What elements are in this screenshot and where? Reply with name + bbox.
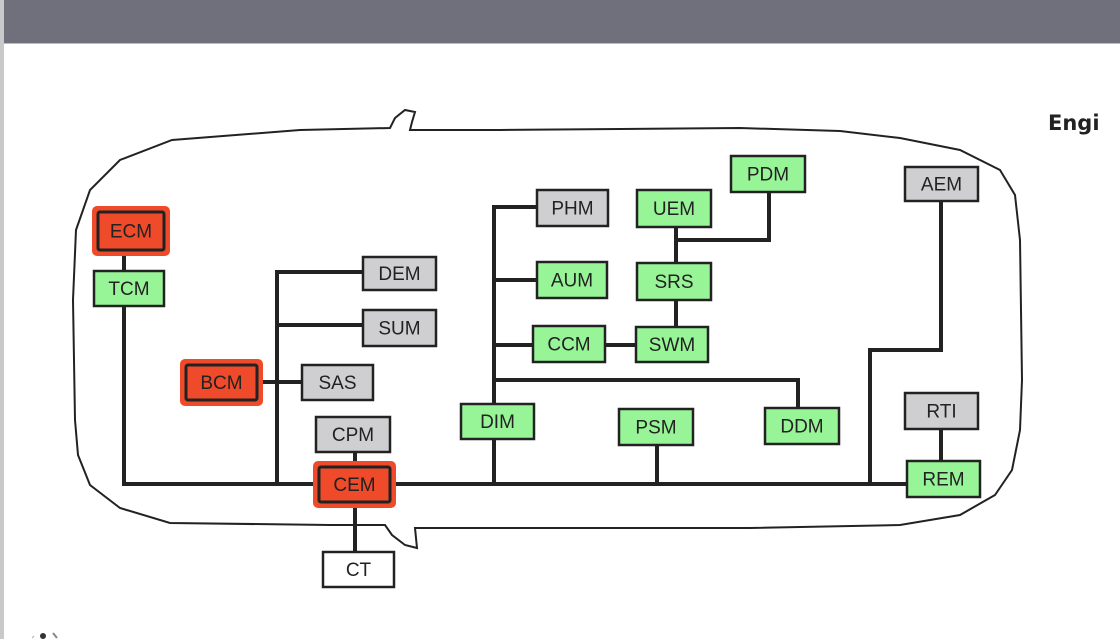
module-box — [314, 415, 392, 454]
module-box — [531, 324, 607, 364]
title-bar — [4, 0, 1120, 44]
module-box — [905, 459, 982, 499]
module-label: CT — [346, 560, 372, 581]
module-label: CEM — [333, 475, 375, 496]
module-ccm[interactable]: CCM — [531, 324, 607, 364]
module-box — [903, 165, 980, 203]
module-psm[interactable]: PSM — [617, 407, 695, 447]
module-label: SAS — [318, 373, 356, 394]
module-box — [313, 461, 396, 508]
module-label: DDM — [780, 417, 823, 438]
module-label: PDM — [747, 165, 789, 186]
side-panel-title: Engi — [1048, 111, 1100, 135]
module-label: UEM — [653, 199, 695, 220]
module-box — [617, 407, 695, 447]
module-label: SRS — [654, 272, 693, 293]
module-label: ECM — [110, 222, 152, 243]
module-swm[interactable]: SWM — [634, 325, 710, 364]
info-icon[interactable] — [24, 628, 64, 639]
module-cem[interactable]: CEM — [313, 461, 396, 508]
module-box — [729, 154, 807, 194]
module-label: REM — [922, 470, 964, 491]
module-label: SWM — [649, 335, 695, 356]
module-rem[interactable]: REM — [905, 459, 982, 499]
module-box — [300, 363, 375, 402]
module-aem[interactable]: AEM — [903, 165, 980, 203]
module-inner-box — [96, 210, 166, 252]
module-cpm[interactable]: CPM — [314, 415, 392, 454]
module-sum[interactable]: SUM — [361, 308, 438, 348]
module-box — [459, 402, 536, 441]
module-label: AUM — [551, 271, 593, 292]
module-box — [635, 261, 713, 302]
module-label: SUM — [378, 319, 420, 340]
module-sas[interactable]: SAS — [300, 363, 375, 402]
module-label: PHM — [551, 199, 593, 220]
module-label: DIM — [480, 412, 515, 433]
window-left-border — [0, 0, 4, 639]
module-uem[interactable]: UEM — [635, 188, 713, 229]
module-label: TCM — [108, 279, 149, 300]
module-box — [903, 391, 980, 431]
module-box — [92, 206, 170, 256]
module-box — [535, 188, 610, 228]
module-rti[interactable]: RTI — [903, 391, 980, 431]
module-bcm[interactable]: BCM — [180, 359, 263, 406]
module-box — [180, 359, 263, 406]
module-box — [535, 260, 609, 300]
module-dem[interactable]: DEM — [361, 255, 438, 292]
module-label: DEM — [378, 264, 420, 285]
module-box — [361, 255, 438, 292]
module-inner-box — [184, 363, 259, 402]
module-aum[interactable]: AUM — [535, 260, 609, 300]
module-box — [92, 269, 166, 308]
module-box — [635, 188, 713, 229]
module-label: BCM — [200, 373, 242, 394]
module-pdm[interactable]: PDM — [729, 154, 807, 194]
module-ecm[interactable]: ECM — [92, 206, 170, 256]
module-srs[interactable]: SRS — [635, 261, 713, 302]
module-dim[interactable]: DIM — [459, 402, 536, 441]
module-box — [321, 550, 396, 589]
module-box — [361, 308, 438, 348]
module-label: CCM — [547, 335, 590, 356]
module-ct[interactable]: CT — [321, 550, 396, 589]
module-label: CPM — [332, 425, 374, 446]
module-ddm[interactable]: DDM — [763, 406, 841, 446]
module-box — [634, 325, 710, 364]
module-label: AEM — [921, 175, 962, 196]
module-box — [763, 406, 841, 446]
module-tcm[interactable]: TCM — [92, 269, 166, 308]
module-label: RTI — [926, 402, 956, 423]
module-inner-box — [317, 465, 392, 504]
module-label: PSM — [635, 418, 676, 439]
bus-wires — [122, 191, 943, 554]
module-phm[interactable]: PHM — [535, 188, 610, 228]
car-outline — [71, 108, 1024, 550]
